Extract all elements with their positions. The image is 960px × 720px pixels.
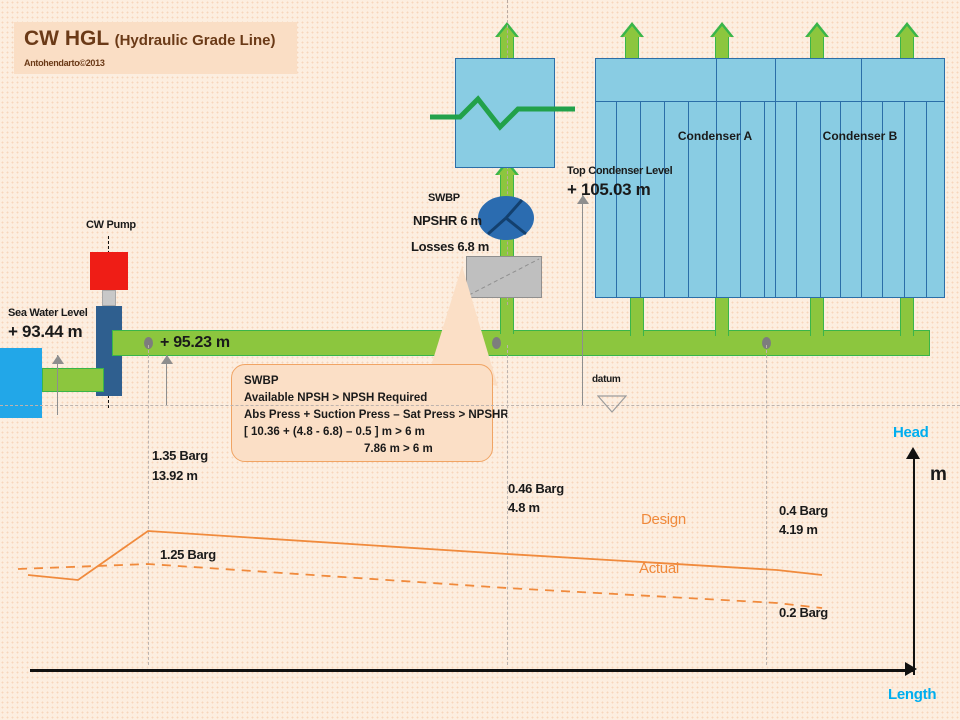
sea-water-body [0,348,42,418]
condenser-top-divider [861,59,862,102]
callout-line-5: 7.86 m > 6 m [364,443,433,455]
design-point-1-pressure: 1.35 Barg [152,448,208,463]
sea-water-level-label: Sea Water Level [8,307,88,319]
condenser-tube [740,102,741,297]
main-cw-header-pipe [112,330,930,356]
condenser-tube [820,102,821,297]
design-series-label: Design [641,511,686,528]
swbp-losses-value: Losses 6.8 m [411,239,490,254]
swbp-pump-body [478,196,534,240]
datum-label: datum [592,374,621,385]
pipe-marker [762,337,771,349]
condenser-tube [664,102,665,297]
cw-pump-label: CW Pump [86,219,136,231]
condenser-b: Condenser B [775,58,945,298]
condenser-tube [796,102,797,297]
y-axis [913,455,915,675]
header-elevation-value: + 95.23 m [160,334,230,351]
callout-line-3: Abs Press + Suction Press – Sat Press > … [244,409,509,421]
design-point-2-head: 4.8 m [508,500,540,515]
datum-triangle-icon [597,395,627,413]
page-title: CW HGL (Hydraulic Grade Line) [24,27,276,50]
design-point-2-pressure: 0.46 Barg [508,481,564,496]
condenser-top-divider [716,59,717,102]
station-guide-line [507,345,508,665]
station-guide-line [148,345,149,665]
actual-series-label: Actual [639,560,679,577]
elevation-dimension-arrow [161,355,173,405]
heat-exchanger-zigzag-icon [430,95,575,131]
author-credit: Antohendarto©2013 [24,58,105,68]
condenser-tube [616,102,617,297]
swbp-npshr-value: NPSHR 6 m [413,213,482,228]
condenser-tube [904,102,905,297]
condenser-tube [926,102,927,297]
condenser-waterbox-divider [596,101,834,102]
elevation-dimension-arrow [52,355,64,415]
condenser-tube [688,102,689,297]
heat-exchanger-box [455,58,555,168]
title-banner [14,22,297,74]
y-axis-label: Head [893,424,929,441]
elevation-dimension-arrow [577,195,589,405]
swbp-label: SWBP [428,192,460,204]
top-condenser-level-label: Top Condenser Level [567,165,673,177]
cw-pump-coupling [102,290,116,306]
cw-pump-motor [90,252,128,290]
impeller-icon [487,199,527,236]
station-guide-line [766,345,767,665]
y-axis-arrowhead [906,447,920,459]
page-title-subtitle: (Hydraulic Grade Line) [114,32,276,49]
x-axis-label: Length [888,686,937,703]
strainer-diagonal-icon [468,258,540,296]
datum-line [0,405,960,406]
y-axis-unit: m [930,464,947,485]
design-curve [27,530,823,581]
design-point-3-head: 4.19 m [779,522,818,537]
condenser-tube [861,102,862,297]
x-axis [30,669,914,672]
hgl-curve-plot [17,530,823,609]
actual-point-1-pressure: 1.25 Barg [160,547,216,562]
callout-line-1: SWBP [244,375,279,387]
sea-water-level-value: + 93.44 m [8,322,83,341]
design-point-1-head: 13.92 m [152,468,198,483]
pipe-marker [492,337,501,349]
condenser-tube [764,102,765,297]
condenser-tube [716,102,717,297]
condenser-tube [882,102,883,297]
npsh-callout: SWBP Available NPSH > NPSH Required Abs … [231,364,509,462]
condenser-tube [640,102,641,297]
condenser-tube [840,102,841,297]
condenser-waterbox-divider [776,101,944,102]
callout-line-4: [ 10.36 + (4.8 - 6.8) – 0.5 ] m > 6 m [244,426,425,438]
swbp-suction-strainer [466,256,542,298]
flow-arrow-up [495,296,519,334]
pipe-marker [144,337,153,349]
actual-point-2-pressure: 0.2 Barg [779,605,828,620]
condenser-b-label: Condenser B [822,129,898,143]
design-point-3-pressure: 0.4 Barg [779,503,828,518]
x-axis-arrowhead [905,662,917,676]
callout-line-2: Available NPSH > NPSH Required [244,392,428,404]
actual-curve [17,563,823,609]
condenser-a-label: Condenser A [677,129,753,143]
top-condenser-level-value: + 105.03 m [567,180,651,199]
intake-pipe [42,368,104,392]
